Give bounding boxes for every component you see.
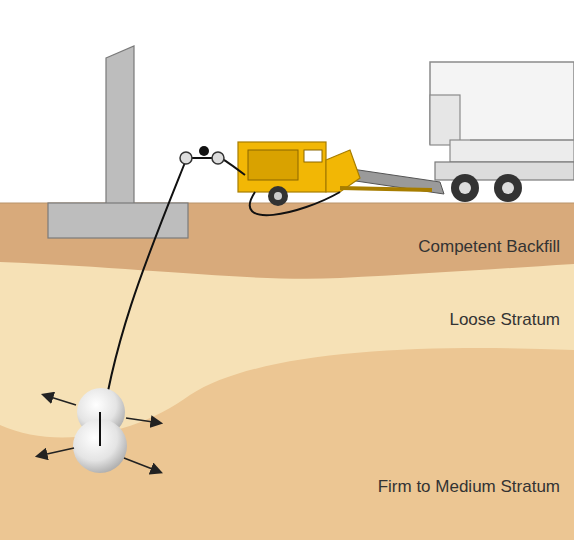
loose-stratum-fill [0,203,574,437]
stratum-label: Loose Stratum [449,310,560,330]
stratum-band: Competent Backfill [300,230,574,264]
grout-pump [238,142,432,206]
wall-stem [106,46,134,205]
expansion-arrows [38,395,160,472]
backfill-fill [0,203,574,279]
hose [250,192,340,215]
pulley [199,146,209,156]
stratum-label: Competent Backfill [418,237,560,257]
pulley [180,152,192,164]
firm-stratum-fill [0,203,574,540]
stratum-label: Firm to Medium Stratum [378,477,560,497]
hose [99,412,101,446]
stratum-band: Loose Stratum [340,303,574,337]
stratum-band: Firm to Medium Stratum [260,470,574,504]
pulley [212,152,224,164]
mixer-truck [430,62,574,202]
